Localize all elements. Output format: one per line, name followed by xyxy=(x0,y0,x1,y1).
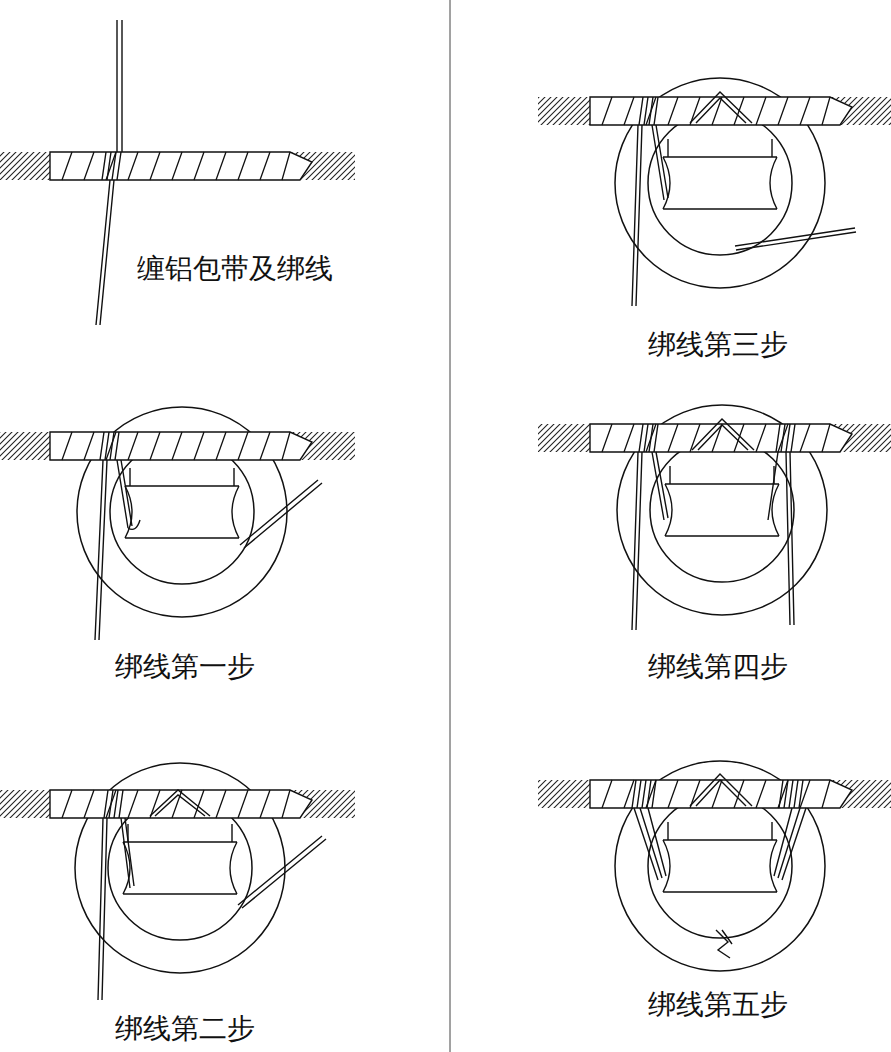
step-caption: 绑线第一步 xyxy=(112,650,258,684)
panel-step-2 xyxy=(0,763,355,1000)
panel-tape-and-wire xyxy=(0,20,355,325)
panel-step-3 xyxy=(538,78,891,306)
step-caption: 绑线第四步 xyxy=(645,650,791,684)
step-caption: 绑线第五步 xyxy=(645,988,791,1022)
panel-step-1 xyxy=(0,407,355,640)
step-caption: 绑线第三步 xyxy=(645,328,791,362)
step-caption: 绑线第二步 xyxy=(112,1012,258,1046)
step-caption: 缠铝包带及绑线 xyxy=(134,252,336,286)
panel-step-5 xyxy=(538,761,891,971)
panel-step-4 xyxy=(538,405,891,630)
